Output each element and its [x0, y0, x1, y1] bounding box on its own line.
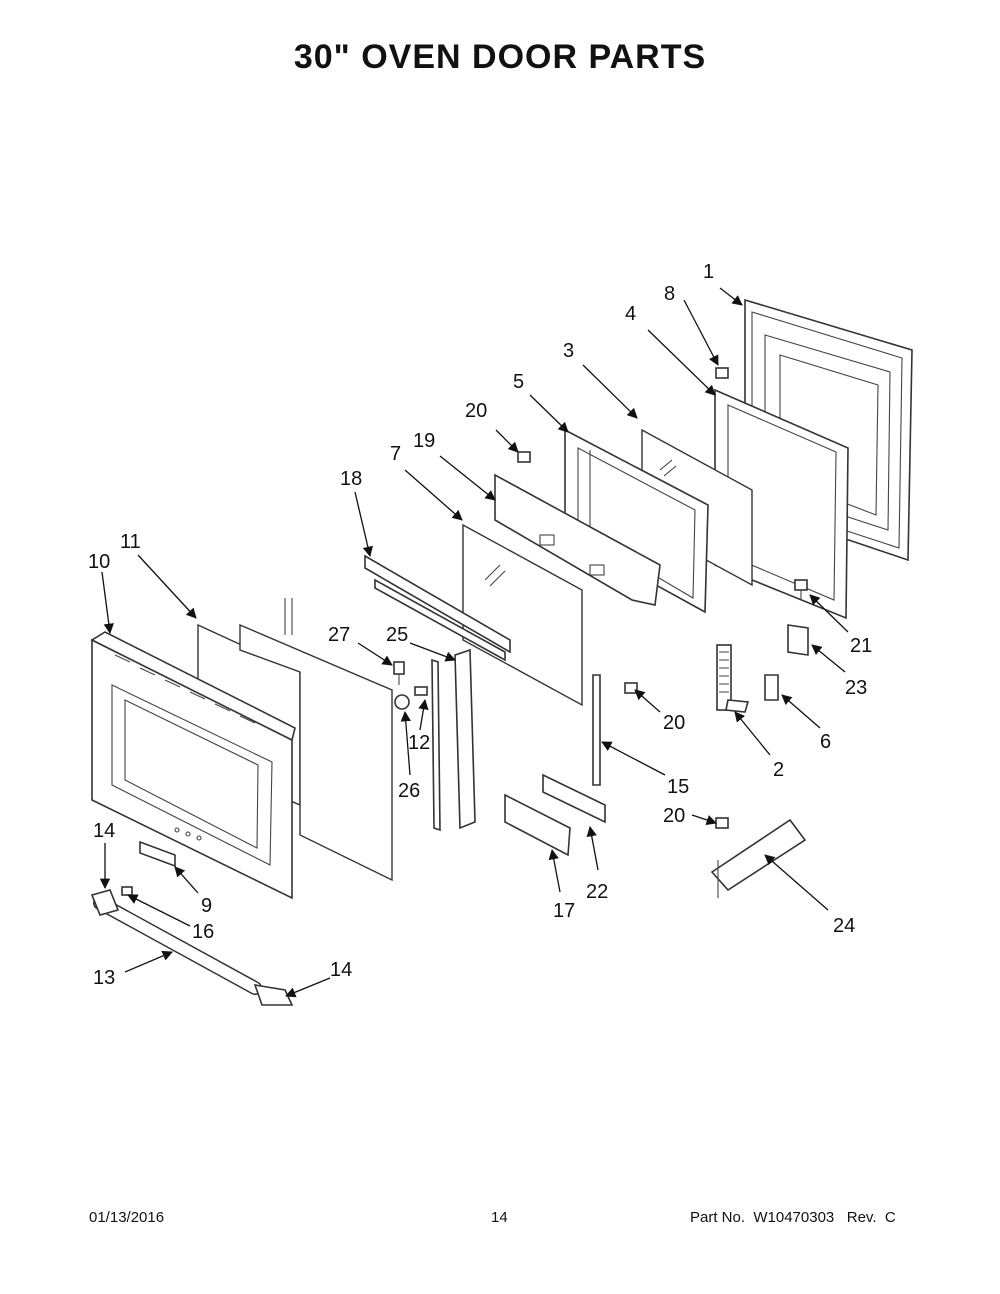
part-12-screw [414, 686, 428, 696]
part-9-badge [139, 840, 176, 868]
callout-19: 19 [413, 430, 435, 452]
part-19-heat-shield [494, 473, 661, 606]
part-24-bracket [710, 818, 807, 898]
footer-date: 01/13/2016 [89, 1209, 165, 1226]
callout-21: 21 [850, 635, 872, 657]
part-13-handle [93, 896, 262, 995]
callout-16: 16 [192, 921, 214, 943]
part-2-hinge [716, 644, 750, 713]
leader-arrows [99, 287, 849, 998]
callout-9: 9 [201, 895, 212, 917]
callout-1: 1 [703, 261, 714, 283]
callout-4: 4 [625, 303, 636, 325]
callout-26: 26 [398, 780, 420, 802]
part-8-screw [715, 367, 729, 379]
callout-3: 3 [563, 340, 574, 362]
part-16-handle-screw [121, 886, 133, 896]
callout-25: 25 [386, 624, 408, 646]
part-20-screw-middle [624, 682, 638, 694]
callout-12: 12 [408, 732, 430, 754]
part-18-glass-rail [364, 554, 511, 662]
callout-18: 18 [340, 468, 362, 490]
callout-20-lower: 20 [663, 805, 685, 827]
part-27-screw [393, 661, 405, 685]
callout-20-upper: 20 [465, 400, 487, 422]
part-21-screw [794, 579, 808, 600]
callout-23: 23 [845, 677, 867, 699]
page-title: 30" OVEN DOOR PARTS [293, 38, 707, 76]
footer-page-number: 14 [491, 1209, 508, 1226]
part-17-channel [504, 793, 571, 857]
callout-6: 6 [820, 731, 831, 753]
part-20-screw-upper [517, 451, 531, 463]
door-trim-strip [431, 658, 441, 832]
callout-8: 8 [664, 283, 675, 305]
part-20-screw-lower [715, 817, 729, 829]
part-23-hinge-cover [787, 624, 809, 656]
callout-14-left: 14 [93, 820, 115, 842]
part-14-handle-end-cap-right [253, 983, 294, 1006]
callout-22: 22 [586, 881, 608, 903]
callout-14-right: 14 [330, 959, 352, 981]
callout-10: 10 [88, 551, 110, 573]
part-5-glass-frame [564, 428, 709, 614]
part-26-spacer [394, 694, 410, 710]
callout-13: 13 [93, 967, 115, 989]
callout-20-middle: 20 [663, 712, 685, 734]
callout-2: 2 [773, 759, 784, 781]
part-10-outer-door-panel [90, 631, 296, 900]
part-7-glass-panel [462, 523, 583, 707]
callout-27: 27 [328, 624, 350, 646]
callout-17: 17 [553, 900, 575, 922]
callout-5: 5 [513, 371, 524, 393]
part-25-door-bracket [454, 648, 476, 830]
part-6-hinge-receptacle [764, 674, 779, 701]
part-14-handle-end-cap-left [90, 889, 120, 916]
part-22-channel [542, 773, 606, 824]
callout-7: 7 [390, 443, 401, 465]
callout-24: 24 [833, 915, 855, 937]
callout-11: 11 [120, 531, 141, 553]
part-15-hinge-bracket [592, 674, 601, 786]
footer-part-number: Part No. W10470303 Rev. C [690, 1209, 896, 1226]
callout-15: 15 [667, 776, 689, 798]
